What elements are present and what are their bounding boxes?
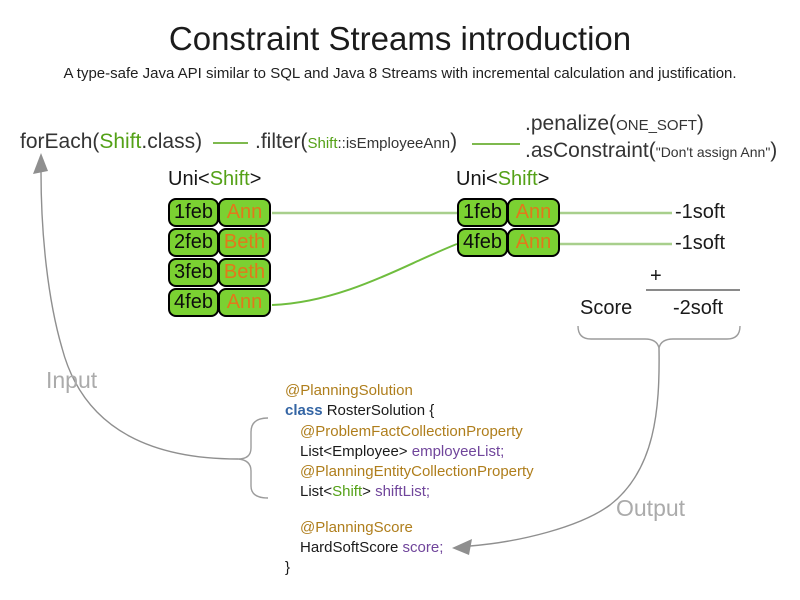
code-line: @PlanningScore (285, 518, 534, 538)
code-token: > (362, 483, 376, 501)
code-token: RosterSolution { (322, 402, 435, 420)
date-cell: 1feb (457, 198, 508, 227)
table-row: 2feb Beth (168, 228, 271, 257)
asconstraint-close: ) (770, 139, 778, 162)
employee-cell: Beth (218, 228, 271, 257)
code-token: score; (402, 539, 444, 557)
table-row: 4feb Ann (168, 288, 271, 317)
asconstraint-arg: "Don't assign Ann" (655, 144, 771, 160)
filter-fn: .filter( (255, 130, 308, 153)
code-token: employeeList; (411, 442, 505, 460)
table-row: 3feb Beth (168, 258, 271, 287)
penalize-close: ) (696, 112, 704, 135)
code-line: List<Employee> employeeList; (285, 442, 534, 462)
table-row: 1feb Ann (168, 198, 271, 227)
date-cell: 3feb (168, 258, 219, 287)
type-prefix: Uni< (456, 168, 498, 190)
right-stream-table: 1feb Ann 4feb Ann (457, 198, 560, 257)
code-line-blank (285, 503, 534, 518)
foreach-expression: forEach(Shift.class) (20, 130, 202, 153)
employee-cell: Ann (218, 198, 271, 227)
code-line: } (285, 558, 534, 578)
output-brace (577, 325, 741, 349)
code-token: List< (300, 483, 333, 501)
code-line: @ProblemFactCollectionProperty (285, 422, 534, 442)
filter-close: ) (450, 130, 458, 153)
type-name: Shift (209, 168, 250, 190)
score-total: -2soft (673, 297, 724, 319)
code-line: List<Shift> shiftList; (285, 482, 534, 502)
employee-cell: Ann (507, 228, 560, 257)
date-cell: 1feb (168, 198, 219, 227)
filter-expression: .filter(Shift::isEmployeeAnn) (255, 130, 457, 153)
type-name: Shift (497, 168, 538, 190)
foreach-fn: forEach( (20, 130, 100, 153)
right-stream-type-label: Uni<Shift> (456, 168, 549, 191)
code-token: HardSoftScore (300, 539, 403, 557)
code-token: List<Employee> (300, 442, 412, 460)
filter-arg-type: Shift (307, 135, 338, 152)
filter-arg-method: ::isEmployeeAnn (337, 135, 451, 152)
penalize-arg: ONE_SOFT (616, 117, 697, 134)
left-stream-table: 1feb Ann 2feb Beth 3feb Beth 4feb Ann (168, 198, 271, 317)
code-token: } (285, 559, 291, 577)
code-token: @PlanningScore (300, 518, 413, 536)
penalize-fn: .penalize( (525, 112, 617, 135)
input-brace (237, 417, 269, 499)
roster-solution-code: @PlanningSolution class RosterSolution {… (285, 381, 534, 579)
code-token: @PlanningSolution (285, 382, 413, 399)
page-title: Constraint Streams introduction (168, 20, 632, 57)
code-line: class RosterSolution { (285, 401, 534, 421)
code-token: class (285, 402, 323, 420)
asconstraint-expression: .asConstraint("Don't assign Ann") (525, 139, 777, 162)
date-cell: 4feb (168, 288, 219, 317)
type-suffix: > (249, 168, 262, 190)
code-line: @PlanningSolution (285, 381, 534, 401)
input-label: Input (46, 367, 98, 393)
code-token: @ProblemFactCollectionProperty (300, 422, 523, 440)
employee-cell: Ann (218, 288, 271, 317)
penalize-expression: .penalize(ONE_SOFT) (525, 112, 704, 135)
code-line: @PlanningEntityCollectionProperty (285, 462, 534, 482)
type-prefix: Uni< (168, 168, 210, 190)
code-token: @PlanningEntityCollectionProperty (300, 463, 534, 481)
code-line: HardSoftScore score; (285, 538, 534, 558)
plus-sign: + (650, 265, 662, 287)
connector-4feb-curve (271, 243, 458, 306)
input-arrowhead-icon (33, 153, 48, 174)
employee-cell: Beth (218, 258, 271, 287)
code-token: Shift (332, 483, 363, 501)
foreach-suffix: .class) (141, 130, 203, 153)
asconstraint-fn: .asConstraint( (525, 139, 656, 162)
type-suffix: > (537, 168, 550, 190)
penalty-value: -1soft (675, 201, 726, 223)
employee-cell: Ann (507, 198, 560, 227)
subtitle: A type-safe Java API similar to SQL and … (63, 65, 737, 82)
output-label: Output (616, 495, 686, 521)
left-stream-type-label: Uni<Shift> (168, 168, 261, 191)
table-row: 1feb Ann (457, 198, 560, 227)
penalty-value: -1soft (675, 232, 726, 254)
date-cell: 2feb (168, 228, 219, 257)
date-cell: 4feb (457, 228, 508, 257)
code-token: shiftList; (375, 483, 431, 501)
table-row: 4feb Ann (457, 228, 560, 257)
score-label: Score (580, 297, 633, 319)
foreach-arg-type: Shift (99, 130, 142, 153)
